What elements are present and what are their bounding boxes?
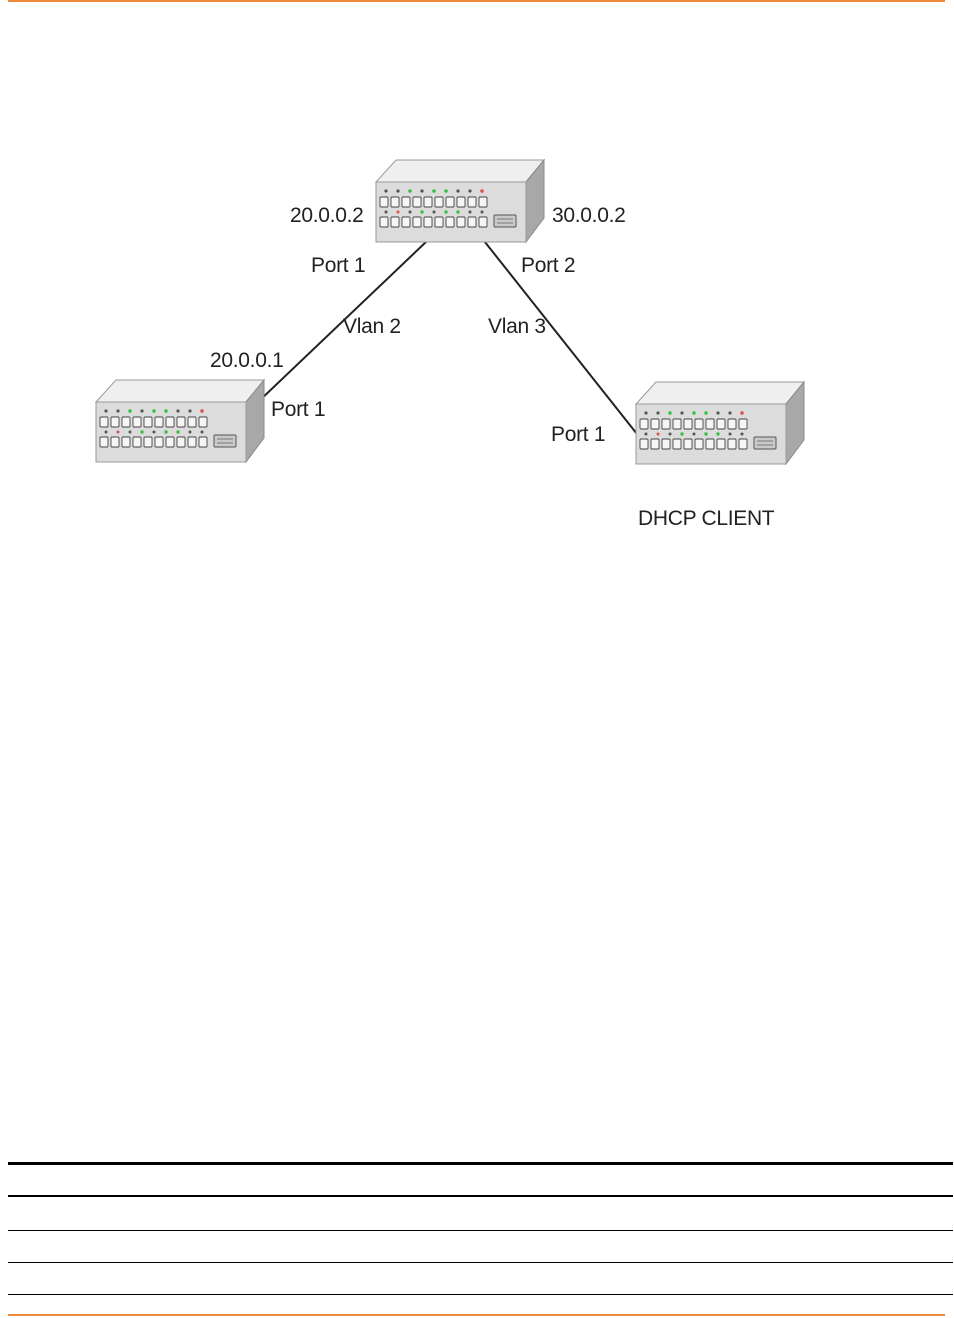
network-topology-diagram: 20.0.0.2 30.0.0.2 Port 1 Port 2 Vlan 2 V… xyxy=(0,0,954,600)
dhcp-client-label: DHCP CLIENT xyxy=(638,507,774,531)
top-switch-icon xyxy=(376,160,544,242)
left-switch-ip: 20.0.0.1 xyxy=(210,349,284,373)
table-row-rule xyxy=(8,1230,953,1231)
top-switch-left-ip: 20.0.0.2 xyxy=(290,204,364,228)
topology-canvas xyxy=(0,0,954,600)
table-row-rule xyxy=(8,1262,953,1263)
left-link-vlan: Vlan 2 xyxy=(343,315,401,339)
dhcp-client-switch-icon xyxy=(636,382,804,464)
top-switch-right-ip: 30.0.0.2 xyxy=(552,204,626,228)
table-row-rule xyxy=(8,1294,953,1295)
right-link-vlan: Vlan 3 xyxy=(488,315,546,339)
right-switch-port: Port 1 xyxy=(551,423,605,447)
top-switch-left-port: Port 1 xyxy=(311,254,365,278)
table-header-rule xyxy=(8,1195,953,1197)
footer-rule xyxy=(8,1314,945,1316)
top-switch-right-port: Port 2 xyxy=(521,254,575,278)
left-switch-icon xyxy=(96,380,264,462)
left-switch-port: Port 1 xyxy=(271,398,325,422)
table-top-rule xyxy=(8,1162,953,1165)
